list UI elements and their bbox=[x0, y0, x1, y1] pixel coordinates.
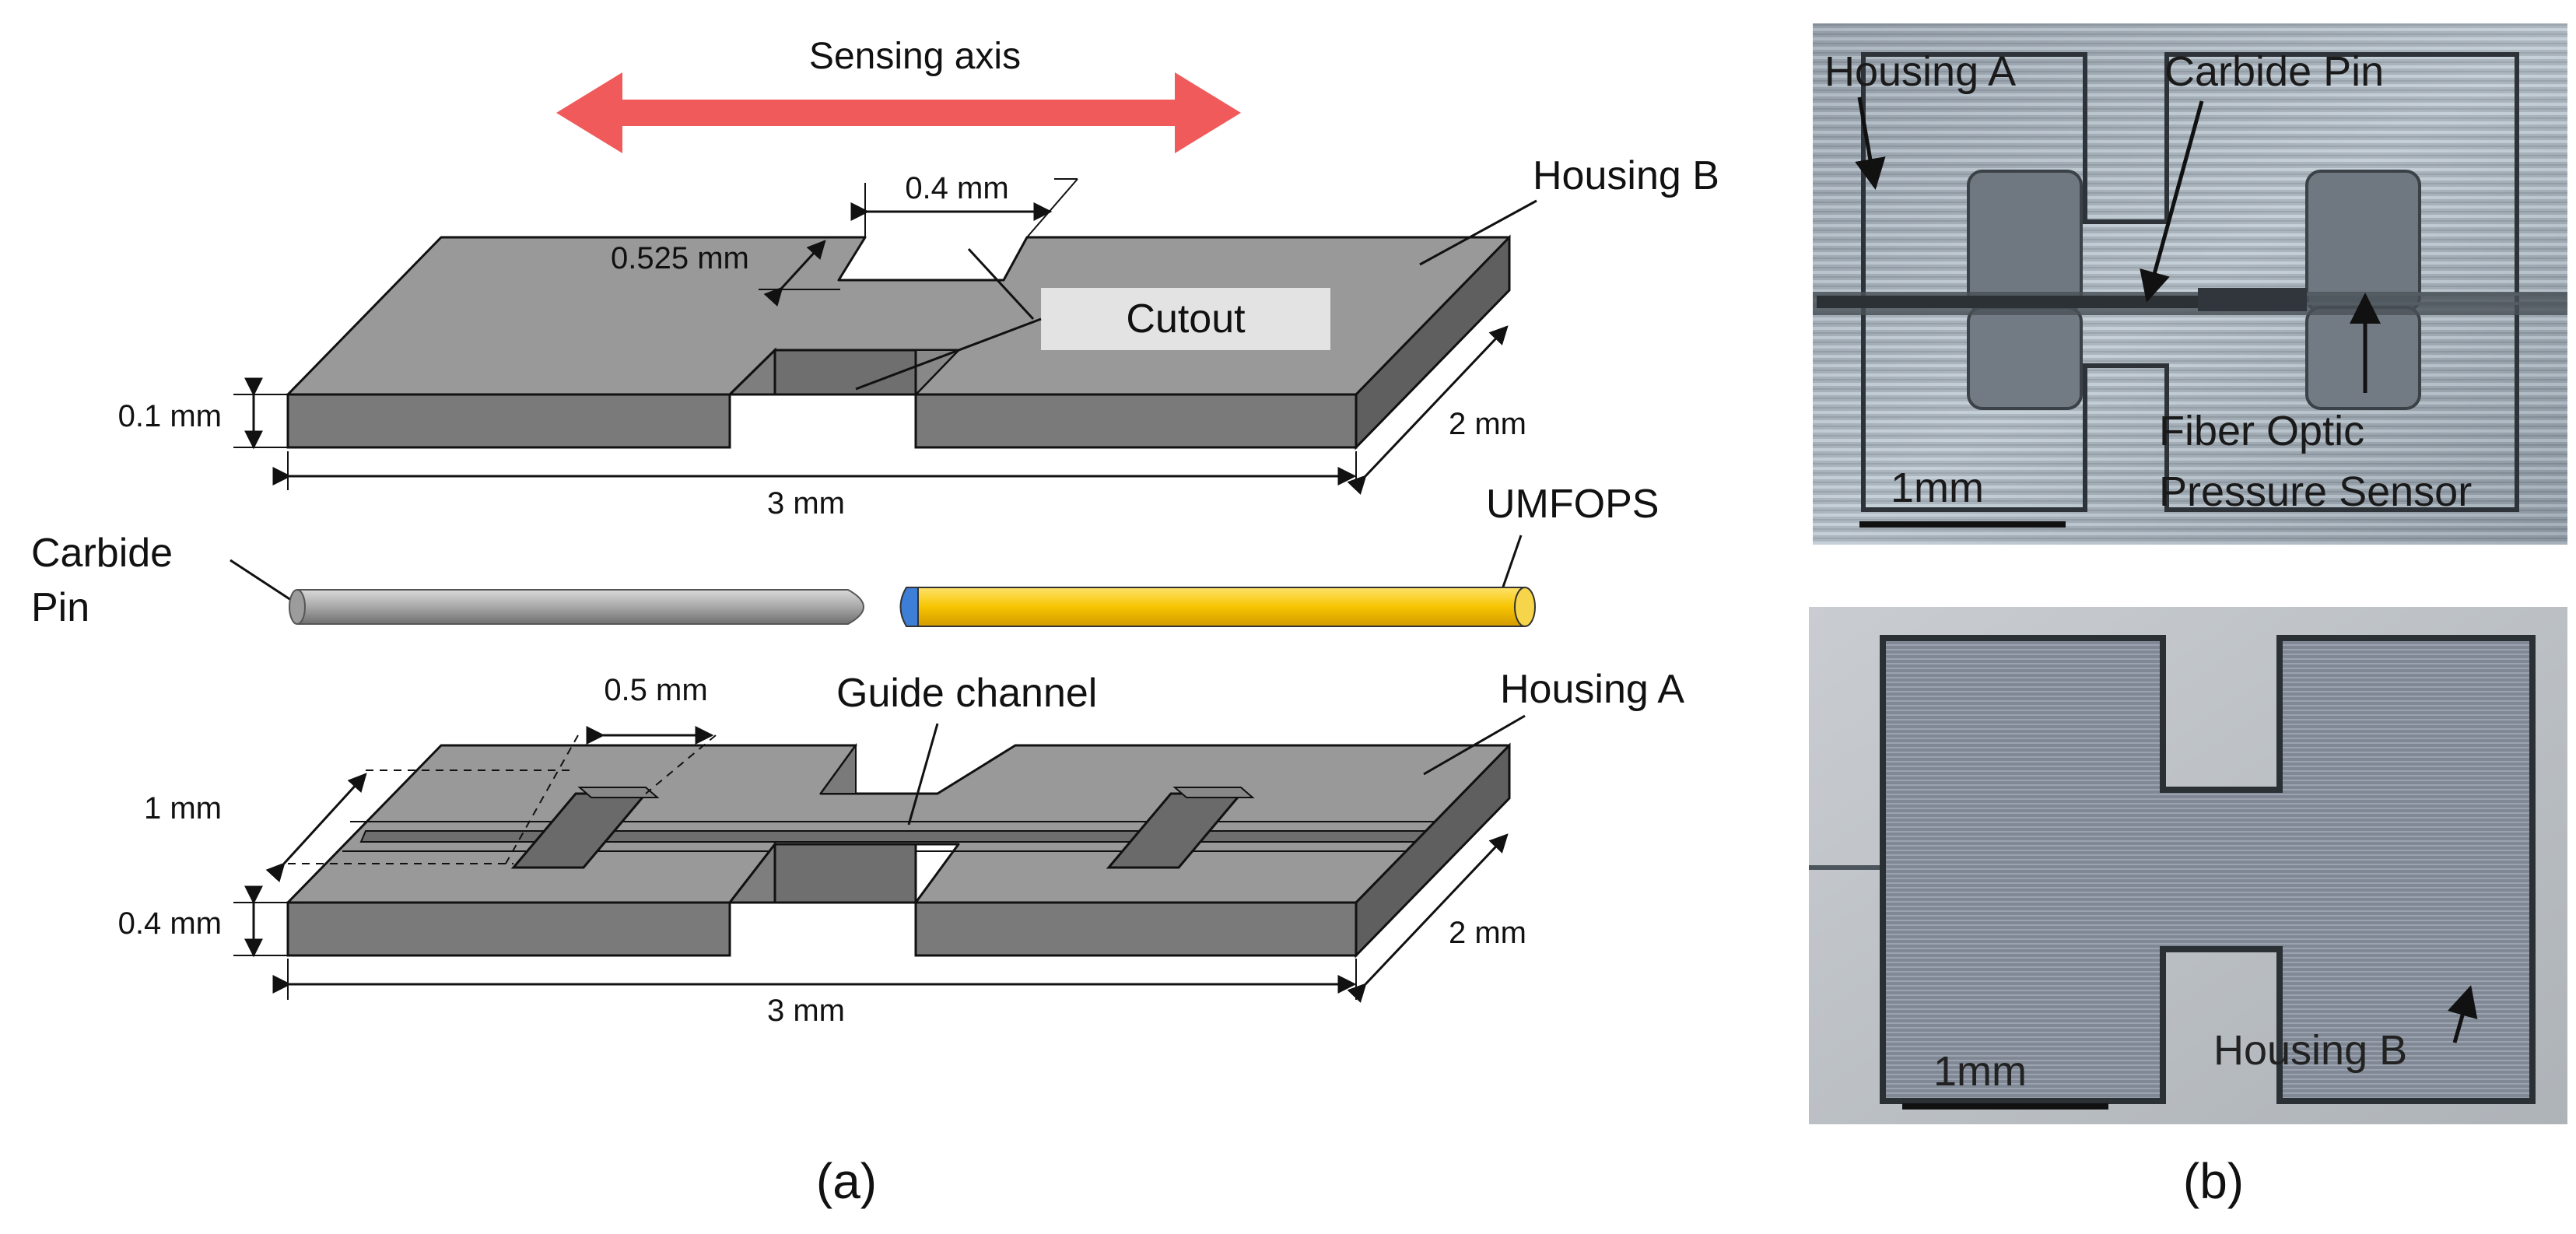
dim-04: 0.4 mm bbox=[905, 171, 1008, 205]
housing-a-front-left bbox=[286, 901, 731, 957]
dim-0525: 0.525 mm bbox=[611, 241, 749, 275]
photo-top-fiber-label-2: Pressure Sensor bbox=[2159, 468, 2472, 515]
photo-top-scale-label: 1mm bbox=[1891, 465, 1984, 511]
dim-05: 0.5 mm bbox=[604, 673, 707, 707]
carbide-pin bbox=[292, 589, 864, 625]
dim-1mm: 1 mm bbox=[144, 791, 222, 826]
carbide-pin-label-2: Pin bbox=[31, 585, 89, 630]
cutout-label: Cutout bbox=[1126, 296, 1246, 342]
umfops-fiber bbox=[917, 587, 1526, 627]
middle-components: Carbide Pin UMFOPS bbox=[31, 482, 1659, 630]
dim-3mm-a: 3 mm bbox=[767, 994, 845, 1028]
photo-top-fiber-label-1: Fiber Optic bbox=[2159, 408, 2364, 454]
umfops-label: UMFOPS bbox=[1486, 482, 1659, 527]
dim-2mm-b: 2 mm bbox=[1449, 407, 1526, 441]
caption-b: (b) bbox=[2183, 1153, 2244, 1209]
caption-a: (a) bbox=[816, 1153, 877, 1209]
dim-01: 0.1 mm bbox=[118, 399, 222, 433]
housing-b-drawing: Cutout Housing B 0.525 mm 0.4 mm 0.1 mm bbox=[118, 153, 1719, 521]
dim-04-a: 0.4 mm bbox=[118, 906, 222, 941]
panel-b: Housing A Carbide Pin Fiber Optic Pressu… bbox=[1809, 23, 2567, 1209]
cutout-label-box bbox=[1041, 288, 1330, 350]
guide-channel-label: Guide channel bbox=[836, 671, 1097, 716]
sensing-axis-arrow bbox=[556, 72, 1241, 153]
photo-top-carbide-pin-label: Carbide Pin bbox=[2164, 48, 2384, 95]
housing-a-drawing: Housing A Guide channel 0.5 mm 1 mm 0.4 … bbox=[118, 667, 1685, 1028]
photo-bottom-scale-bar bbox=[1902, 1103, 2108, 1110]
dim-3mm-b: 3 mm bbox=[767, 486, 845, 521]
panel-a: Sensing axis Cutout Housing B bbox=[31, 36, 1719, 1209]
photo-pin bbox=[1817, 296, 2198, 308]
photo-bottom-scale-label: 1mm bbox=[1933, 1048, 2027, 1095]
photo-top: Housing A Carbide Pin Fiber Optic Pressu… bbox=[1813, 23, 2567, 545]
sensing-axis-label: Sensing axis bbox=[809, 36, 1021, 77]
photo-top-housing-a-label: Housing A bbox=[1824, 48, 2016, 95]
photo-top-scale-bar bbox=[1859, 521, 2066, 528]
photo-bottom-housing bbox=[1880, 635, 2536, 1104]
housing-b-label: Housing B bbox=[1533, 153, 1719, 198]
housing-a-front-right bbox=[914, 901, 1358, 957]
housing-a-label: Housing A bbox=[1500, 667, 1684, 712]
carbide-pin-label-1: Carbide bbox=[31, 531, 173, 576]
photo-bottom-housing-b-label: Housing B bbox=[2213, 1027, 2407, 1074]
housing-b-front-left bbox=[286, 393, 731, 449]
umfops-tip bbox=[899, 587, 919, 627]
photo-fiber bbox=[2198, 288, 2307, 311]
guide-channel bbox=[359, 830, 1441, 843]
dim-2mm-a: 2 mm bbox=[1449, 916, 1526, 950]
sensing-axis: Sensing axis bbox=[556, 36, 1241, 153]
photo-bottom: Housing B 1mm bbox=[1809, 607, 2567, 1124]
housing-b-front-right bbox=[914, 393, 1358, 449]
